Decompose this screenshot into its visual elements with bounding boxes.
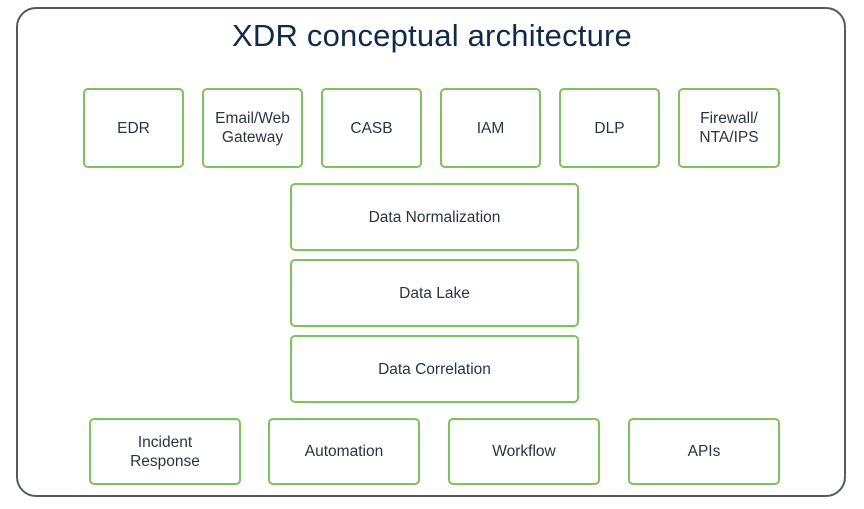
outcome-apis: APIs [628,418,780,485]
source-dlp: DLP [559,88,660,168]
source-email-web-gateway: Email/Web Gateway [202,88,303,168]
source-iam: IAM [440,88,541,168]
source-edr: EDR [83,88,184,168]
source-firewall-nta-ips: Firewall/ NTA/IPS [678,88,780,168]
outcome-automation: Automation [268,418,420,485]
layer-data-lake: Data Lake [290,259,579,327]
diagram-title: XDR conceptual architecture [232,18,632,53]
layer-data-normalization: Data Normalization [290,183,579,251]
outcome-incident-response: Incident Response [89,418,241,485]
layer-data-correlation: Data Correlation [290,335,579,403]
outcome-workflow: Workflow [448,418,600,485]
source-casb: CASB [321,88,422,168]
